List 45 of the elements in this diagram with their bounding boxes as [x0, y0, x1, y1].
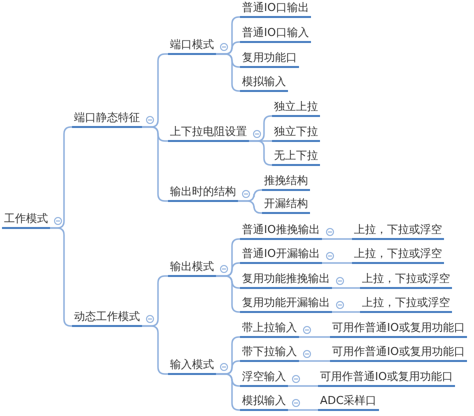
- topic-label: 可用作普通IO或复用功能口: [330, 345, 467, 362]
- topic-label: 端口模式: [168, 38, 216, 55]
- topic-label: 普通IO口输出: [240, 1, 311, 18]
- topic-label: 独立上拉: [272, 100, 320, 117]
- topic-label: 普通IO口输入: [240, 26, 311, 43]
- branch-line: [288, 385, 318, 387]
- topic-label: 普通IO开漏输出: [240, 247, 322, 264]
- branch-line: [332, 287, 360, 289]
- branch-line: [238, 200, 262, 214]
- branch-line: [299, 336, 330, 338]
- topic-label: 上拉，下拉或浮空: [360, 272, 452, 289]
- topic-label: 工作模式: [2, 212, 50, 229]
- topic-label: 模拟输入: [240, 75, 288, 92]
- topic-label: 无上下拉: [272, 149, 320, 166]
- topic-label: 动态工作模式: [72, 310, 142, 327]
- topic-label: 复用功能口: [240, 51, 299, 68]
- topic-label: 普通IO推挽输出: [240, 223, 322, 240]
- topic-label: 带下拉输入: [240, 345, 299, 362]
- topic-label: ADC采样口: [318, 394, 379, 411]
- topic-label: 推挽结构: [262, 174, 310, 191]
- topic-label: 输入模式: [168, 358, 216, 375]
- topic-label: 输出时的结构: [168, 185, 238, 202]
- topic-label: 上下拉电阻设置: [168, 125, 249, 142]
- topic-label: 复用功能开漏输出: [240, 296, 332, 313]
- topic-label: 模拟输入: [240, 394, 288, 411]
- topic-label: 可用作普通IO或复用功能口: [318, 370, 455, 387]
- topic-label: 可用作普通IO或复用功能口: [330, 321, 467, 338]
- branch-line: [322, 238, 352, 240]
- topic-label: 上拉，下拉或浮空: [360, 296, 452, 313]
- topic-label: 输出模式: [168, 260, 216, 277]
- topic-label: 复用功能推挽输出: [240, 272, 332, 289]
- branch-line: [288, 409, 318, 411]
- branch-line: [332, 311, 360, 313]
- branch-line: [249, 140, 272, 166]
- topic-label: 带上拉输入: [240, 321, 299, 338]
- topic-label: 端口静态特征: [72, 111, 142, 128]
- branch-line: [322, 262, 352, 264]
- topic-label: 浮空输入: [240, 370, 288, 387]
- topic-label: 上拉，下拉或浮空: [352, 247, 444, 264]
- topic-label: 独立下拉: [272, 125, 320, 142]
- branch-line: [142, 126, 168, 202]
- branch-line: [142, 325, 168, 375]
- branch-line: [299, 360, 330, 362]
- topic-label: 上拉，下拉或浮空: [352, 223, 444, 240]
- topic-label: 开漏结构: [262, 197, 310, 214]
